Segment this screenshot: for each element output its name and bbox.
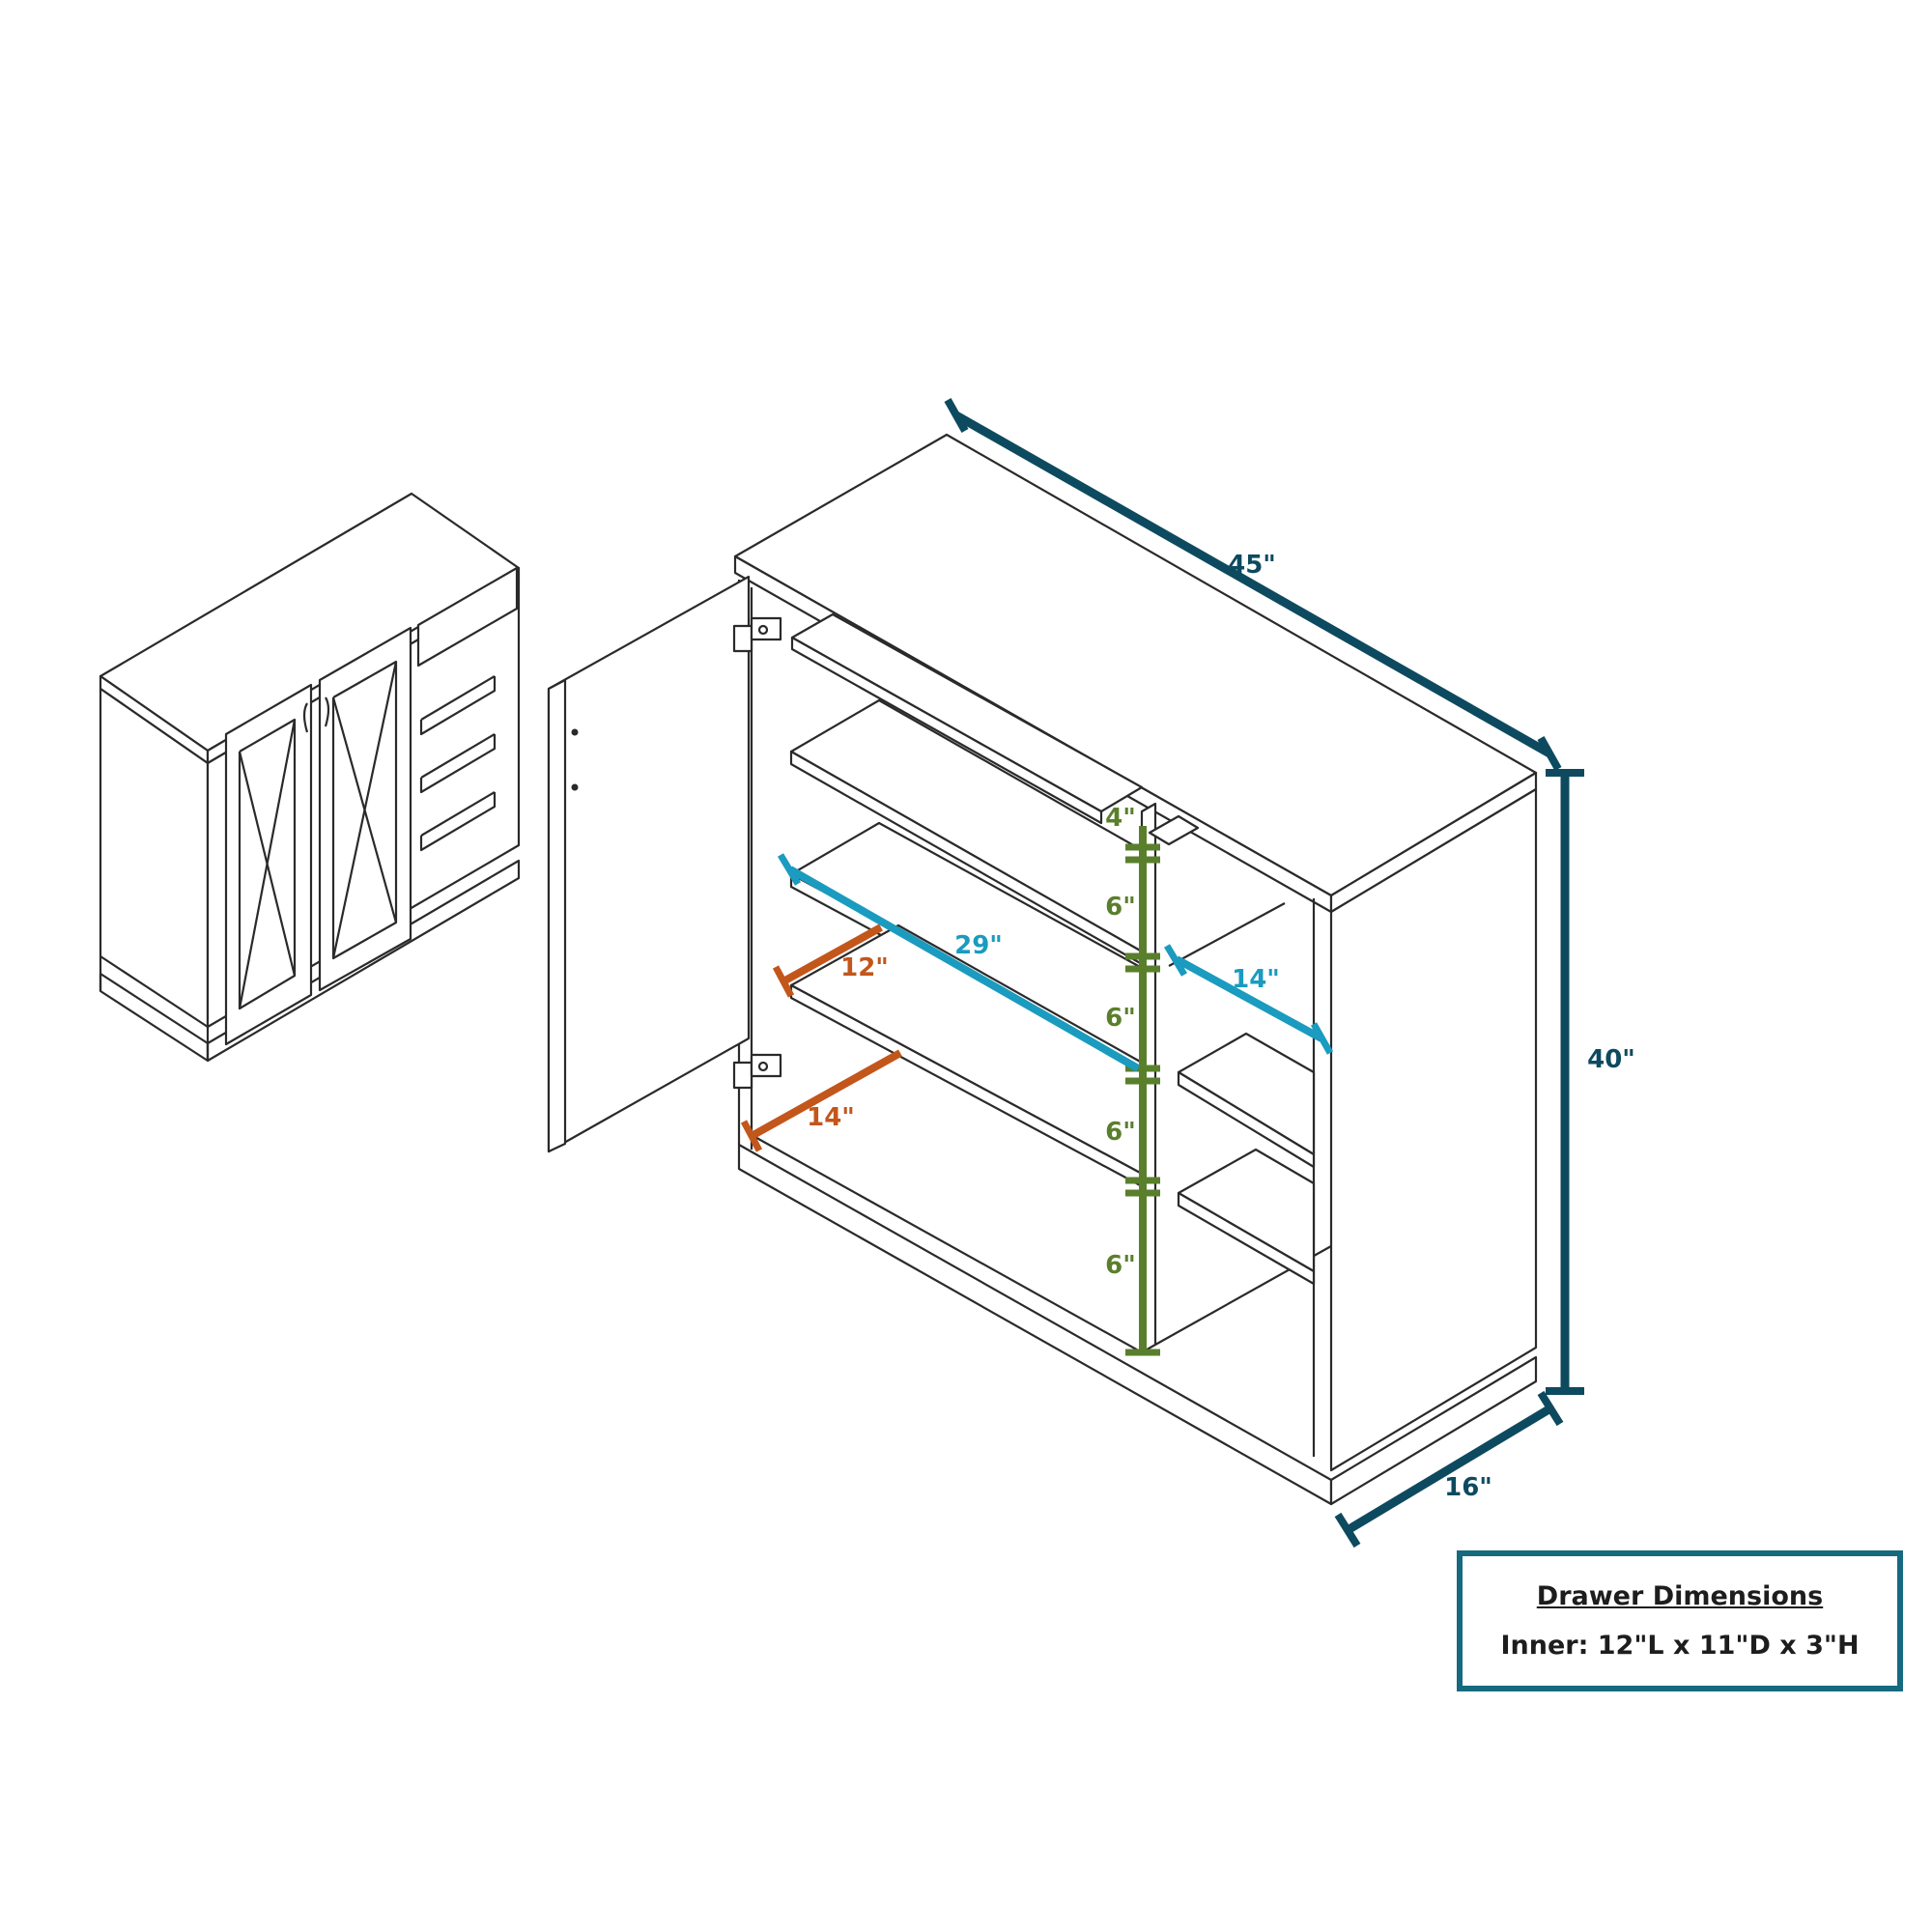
dimension-vertical-gaps [1125, 826, 1160, 1356]
preview-cabinet [99, 492, 521, 1063]
label-right-shelf: 14" [1232, 965, 1280, 994]
cabinet-right-side [1329, 787, 1538, 1472]
dimension-door-depth-lower [740, 1049, 902, 1152]
label-gap-2: 6" [1105, 1004, 1136, 1033]
drawer-dimensions-box: Drawer Dimensions Inner: 12"L x 11"D x 3… [1457, 1550, 1903, 1691]
label-gap-3: 6" [1105, 1118, 1136, 1147]
dimension-width [944, 398, 1562, 771]
drawer-box-body: Inner: 12"L x 11"D x 3"H [1500, 1631, 1860, 1661]
main-cabinet [547, 433, 1538, 1506]
label-gap-4: 6" [1105, 1251, 1136, 1280]
dimension-height [1546, 769, 1584, 1395]
preview-drawer [416, 566, 519, 668]
label-height: 40" [1587, 1045, 1635, 1074]
label-inner-width: 29" [954, 931, 1003, 960]
label-depth: 16" [1444, 1473, 1492, 1502]
drawer-box-title: Drawer Dimensions [1536, 1581, 1824, 1611]
dimension-right-shelf [1163, 944, 1334, 1055]
label-gap-1: 6" [1105, 893, 1136, 922]
dimension-door-depth-upper [772, 923, 883, 998]
dimension-depth [1334, 1390, 1564, 1548]
label-width: 45" [1228, 551, 1276, 580]
drawer-slide [1148, 814, 1200, 846]
label-door-depth-upper: 12" [840, 953, 889, 982]
hinge-bottom-icon [732, 1053, 782, 1090]
dimension-inner-width [777, 853, 1140, 1072]
hinge-top-icon [732, 616, 782, 653]
label-door-depth-lower: 14" [807, 1103, 855, 1132]
open-door-front [547, 575, 751, 1153]
label-gap-top: 4" [1105, 804, 1136, 833]
